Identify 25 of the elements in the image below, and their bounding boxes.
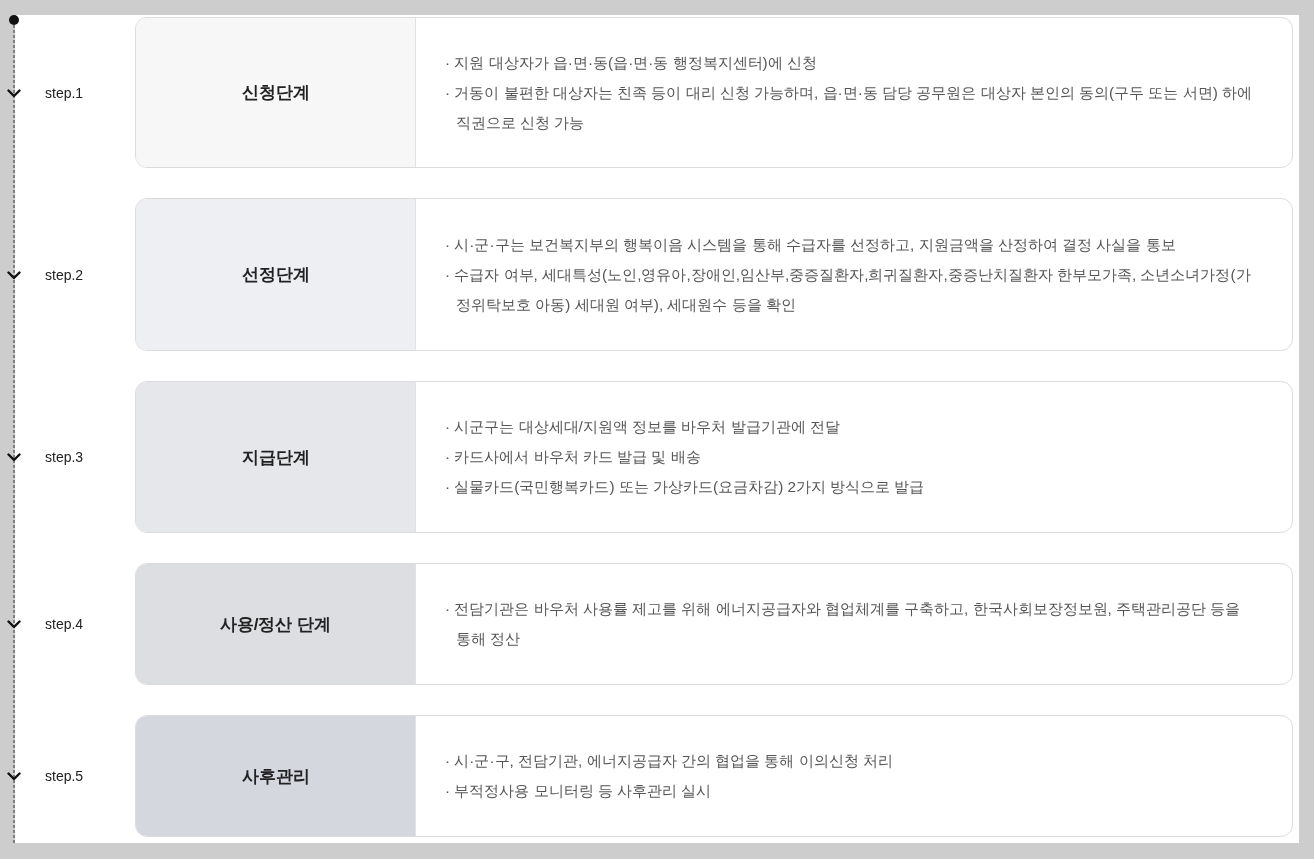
- step-card: [135, 17, 1293, 168]
- step-card: [135, 381, 1293, 533]
- bullet-text: · 카드사에서 바우처 카드 발급 및 배송: [445, 447, 702, 467]
- step-label: step.4: [45, 615, 84, 633]
- bullet-text: · 거동이 불편한 대상자는 친족 등이 대리 신청 가능하며, 읍·면·동 담당 공무원은 대상자 본인의 동의(구두 또는 서면) 하에 직권으로 신청 가능: [445, 82, 1252, 133]
- step-title: 신청단계: [136, 18, 416, 167]
- bullet-text: · 실물카드(국민행복카드) 또는 가상카드(요금차감) 2가지 방식으로 발급: [445, 477, 926, 497]
- bullet-text: · 시·군·구는 보건복지부의 행복이음 시스템을 통해 수급자를 선정하고, 지원금액을 산정하여 결정 사실을 통보: [445, 234, 1177, 255]
- step-label: step.1: [45, 83, 84, 102]
- step-label: step.3: [45, 448, 84, 466]
- step-title: 선정단계: [136, 199, 416, 350]
- step-label: step.5: [45, 767, 84, 785]
- bullet-text: · 전담기관은 바우처 사용률 제고를 위해 에너지공급자와 협업체계를 구축하고, 한국사회보장정보원, 주택관리공단 등을 통해 정산: [445, 599, 1242, 649]
- bullet-text: · 부적정사용 모니터링 등 사후관리 실시: [445, 781, 713, 801]
- step-card: [135, 198, 1293, 351]
- step-label: step.2: [45, 265, 84, 284]
- bullet-text: · 시군구는 대상세대/지원액 정보를 바우처 발급기관에 전달: [445, 417, 841, 437]
- step-title: 사후관리: [136, 716, 416, 836]
- step-title: 사용/정산 단계: [136, 564, 416, 684]
- step-card: [135, 715, 1293, 837]
- bullet-text: · 수급자 여부, 세대특성(노인,영유아,장애인,임산부,중증질환자,희귀질환자,중증난치질환자 한부모가족, 소년소녀가정(가정위탁보호 아동) 세대원 여부), 세대원수 등을 확인: [445, 264, 1252, 315]
- step-card: [135, 563, 1293, 685]
- step-title: 지급단계: [136, 382, 416, 532]
- bullet-text: · 지원 대상자가 읍·면·동(읍·면·동 행정복지센터)에 신청: [445, 52, 818, 73]
- bullet-text: · 시·군·구, 전담기관, 에너지공급자 간의 협업을 통해 이의신청 처리: [445, 751, 894, 771]
